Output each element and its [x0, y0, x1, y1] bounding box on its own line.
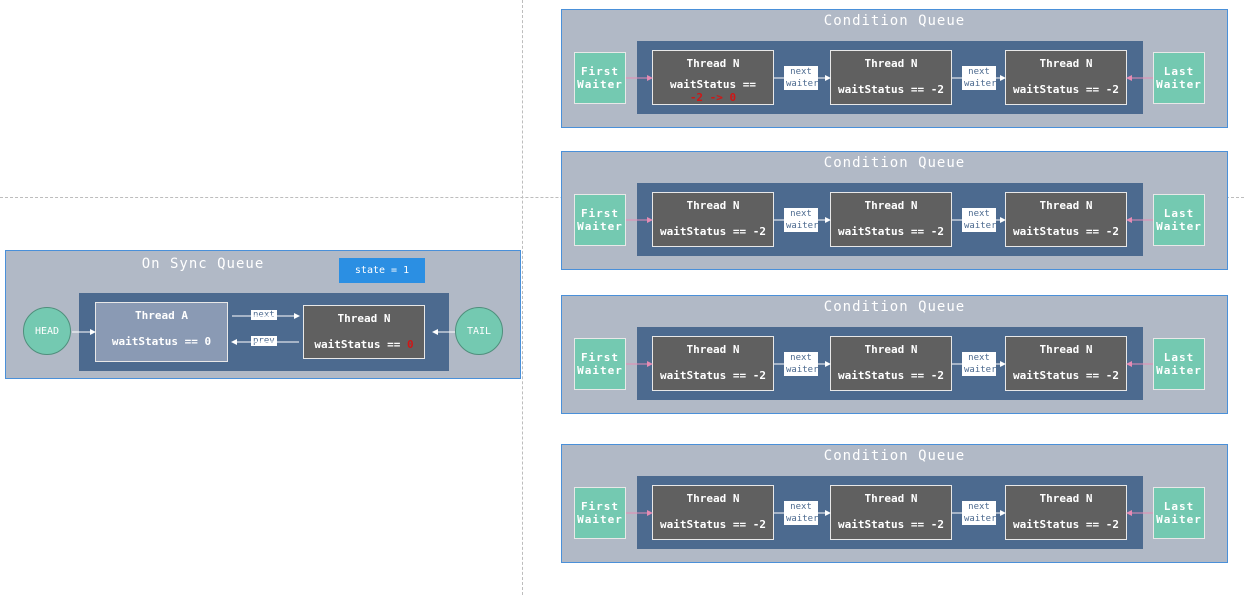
head-node: HEAD	[23, 307, 71, 355]
condition-node-2: Thread N waitStatus == -2	[830, 485, 952, 540]
last-waiter: Last Waiter	[1153, 52, 1205, 104]
thread-n-node: Thread N waitStatus == 0	[303, 305, 425, 359]
condition-node-1-name: Thread N	[686, 57, 740, 70]
condition-node-1-status-line1: waitStatus ==	[669, 78, 757, 91]
condition-node-3: Thread N waitStatus == -2	[1005, 50, 1127, 105]
condition-node-3: Thread N waitStatus == -2	[1005, 336, 1127, 391]
next-waiter-label-2: next waiter	[962, 66, 997, 90]
condition-node-1-status: waitStatus == -2	[660, 225, 766, 238]
condition-node-2-name: Thread N	[864, 199, 918, 212]
first-waiter: First Waiter	[574, 194, 626, 246]
condition-node-1: Thread N waitStatus ==-2 -> 0	[652, 50, 774, 105]
condition-queue-panel-3: Condition Queue First Waiter Last Waiter…	[561, 295, 1228, 414]
thread-a-node: Thread A waitStatus == 0	[95, 302, 228, 362]
first-waiter: First Waiter	[574, 52, 626, 104]
condition-queue-title: Condition Queue	[823, 13, 966, 29]
condition-node-2-status: waitStatus == -2	[838, 225, 944, 238]
sync-queue-title: On Sync Queue	[141, 256, 265, 272]
condition-node-3-status: waitStatus == -2	[1013, 518, 1119, 531]
thread-a-status: waitStatus == 0	[111, 335, 212, 348]
first-waiter: First Waiter	[574, 338, 626, 390]
condition-node-3-name: Thread N	[1039, 492, 1093, 505]
thread-n-status-value: 0	[407, 338, 414, 351]
condition-node-1-name: Thread N	[686, 343, 740, 356]
condition-node-1-status: waitStatus ==-2 -> 0	[653, 78, 773, 104]
condition-node-2: Thread N waitStatus == -2	[830, 336, 952, 391]
condition-queue-title: Condition Queue	[823, 448, 966, 464]
condition-node-3: Thread N waitStatus == -2	[1005, 485, 1127, 540]
condition-queue-title: Condition Queue	[823, 299, 966, 315]
state-badge: state = 1	[339, 258, 425, 283]
thread-n-status-prefix: waitStatus ==	[314, 338, 408, 351]
next-waiter-label-1: next waiter	[784, 501, 819, 525]
tail-node: TAIL	[455, 307, 503, 355]
condition-node-3-name: Thread N	[1039, 57, 1093, 70]
condition-node-2-status: waitStatus == -2	[838, 369, 944, 382]
condition-node-1-status: waitStatus == -2	[660, 369, 766, 382]
condition-node-2-name: Thread N	[864, 492, 918, 505]
condition-node-3-name: Thread N	[1039, 343, 1093, 356]
condition-node-2-name: Thread N	[864, 57, 918, 70]
condition-node-3-status: waitStatus == -2	[1013, 225, 1119, 238]
thread-n-name: Thread N	[337, 312, 391, 325]
condition-node-3-status: waitStatus == -2	[1013, 369, 1119, 382]
condition-node-1: Thread N waitStatus == -2	[652, 192, 774, 247]
condition-queue-panel-2: Condition Queue First Waiter Last Waiter…	[561, 151, 1228, 270]
next-waiter-label-1: next waiter	[784, 352, 819, 376]
condition-node-3-status: waitStatus == -2	[1013, 83, 1119, 96]
last-waiter: Last Waiter	[1153, 487, 1205, 539]
condition-node-3-name: Thread N	[1039, 199, 1093, 212]
condition-node-1-status: waitStatus == -2	[660, 518, 766, 531]
condition-node-2-status: waitStatus == -2	[838, 83, 944, 96]
condition-node-1-name: Thread N	[686, 199, 740, 212]
condition-node-2: Thread N waitStatus == -2	[830, 50, 952, 105]
vertical-guide-line	[522, 0, 523, 595]
condition-queue-title: Condition Queue	[823, 155, 966, 171]
condition-node-2-name: Thread N	[864, 343, 918, 356]
condition-node-2: Thread N waitStatus == -2	[830, 192, 952, 247]
condition-node-1-status-line2: -2 -> 0	[689, 91, 737, 104]
thread-a-name: Thread A	[135, 309, 188, 322]
next-waiter-label-1: next waiter	[784, 66, 819, 90]
prev-link-label: prev	[251, 336, 277, 346]
last-waiter: Last Waiter	[1153, 338, 1205, 390]
last-waiter: Last Waiter	[1153, 194, 1205, 246]
condition-node-2-status: waitStatus == -2	[838, 518, 944, 531]
condition-node-1: Thread N waitStatus == -2	[652, 485, 774, 540]
condition-node-1-name: Thread N	[686, 492, 740, 505]
next-waiter-label-2: next waiter	[962, 501, 997, 525]
sync-queue-panel: On Sync Queue state = 1 HEAD TAIL Thread…	[5, 250, 521, 379]
next-waiter-label-2: next waiter	[962, 208, 997, 232]
next-link-label: next	[251, 310, 277, 320]
next-waiter-label-1: next waiter	[784, 208, 819, 232]
thread-n-status: waitStatus == 0	[304, 338, 424, 351]
condition-queue-panel-4: Condition Queue First Waiter Last Waiter…	[561, 444, 1228, 563]
condition-queue-panel-1: Condition Queue First Waiter Last Waiter…	[561, 9, 1228, 128]
condition-node-3: Thread N waitStatus == -2	[1005, 192, 1127, 247]
condition-node-1: Thread N waitStatus == -2	[652, 336, 774, 391]
first-waiter: First Waiter	[574, 487, 626, 539]
next-waiter-label-2: next waiter	[962, 352, 997, 376]
